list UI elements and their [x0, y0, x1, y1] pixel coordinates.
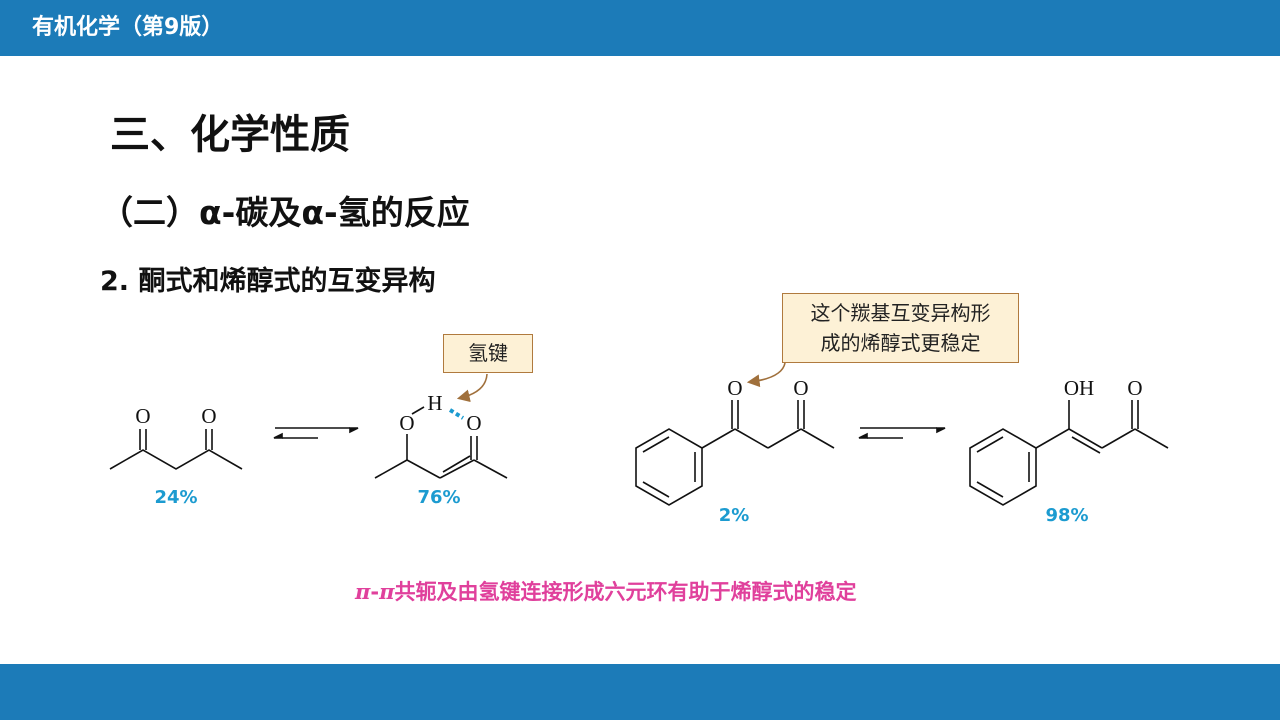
phenyl-keto-oxygen-2: O — [793, 376, 808, 400]
phenyl-keto-oxygen-1: O — [727, 376, 742, 400]
benzoylacetone-keto — [635, 400, 835, 506]
footnote-pi-2: π — [379, 579, 395, 604]
keto-oxygen-2: O — [201, 404, 216, 428]
stability-footnote: π-π共轭及由氢键连接形成六元环有助于烯醇式的稳定 — [355, 578, 975, 606]
section-title: 三、化学性质 — [110, 112, 350, 158]
enol-oxygen-1: O — [399, 411, 414, 435]
carbonyl-callout-line-1: 这个羰基互变异构形 — [810, 301, 991, 325]
hydrogen-bond-dash — [448, 408, 465, 420]
footer-bar — [0, 664, 1280, 720]
benzoylacetone-enol — [969, 400, 1169, 506]
carbonyl-callout-line-2: 成的烯醇式更稳定 — [820, 331, 981, 355]
keto-percent-1: 24% — [154, 487, 198, 508]
carbonyl-callout-pointer — [746, 362, 786, 388]
enol-percent-1: 76% — [417, 487, 461, 508]
subsection-title: （二）α-碳及α-氢的反应 — [100, 193, 470, 232]
equilibrium-arrows-1 — [273, 427, 359, 439]
phenyl-enol-oxygen: O — [1127, 376, 1142, 400]
topic-title: 2. 酮式和烯醇式的互变异构 — [100, 266, 436, 297]
book-title: 有机化学（第9版） — [32, 15, 224, 40]
hbond-callout: 氢键 — [443, 334, 533, 373]
footnote-dash: - — [370, 580, 380, 604]
header-bar: 有机化学（第9版） — [0, 0, 1280, 56]
phenyl-enol-hydroxyl: OH — [1064, 376, 1094, 400]
enol-oxygen-2: O — [466, 411, 481, 435]
acetylacetone-enol — [374, 406, 508, 479]
hbond-callout-pointer — [456, 373, 488, 403]
carbonyl-callout: 这个羰基互变异构形 成的烯醇式更稳定 — [782, 293, 1019, 363]
keto-oxygen-1: O — [135, 404, 150, 428]
acetylacetone-keto — [109, 429, 243, 470]
footnote-pi-1: π — [355, 579, 371, 604]
keto-percent-2: 2% — [718, 505, 750, 526]
enol-percent-2: 98% — [1045, 505, 1089, 526]
equilibrium-arrows-2 — [858, 427, 946, 439]
footnote-text: 共轭及由氢键连接形成六元环有助于烯醇式的稳定 — [394, 580, 857, 604]
enol-hydrogen: H — [427, 391, 442, 415]
